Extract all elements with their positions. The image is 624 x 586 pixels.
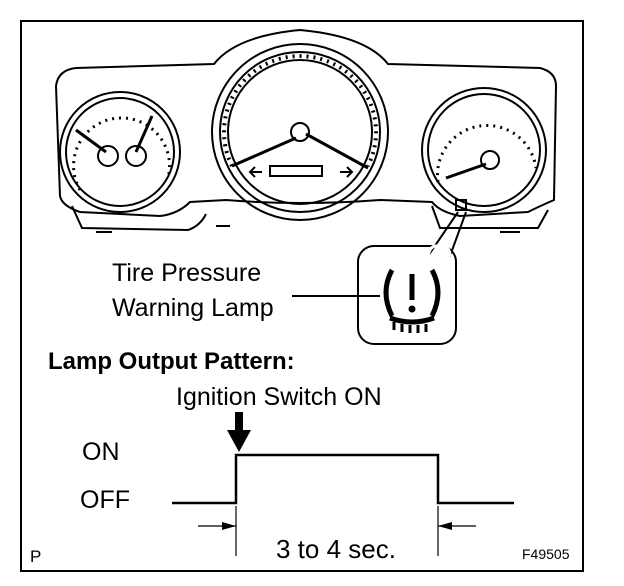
cluster-outline <box>54 28 558 218</box>
tire-pressure-label-line2: Warning Lamp <box>112 294 274 322</box>
callout-leader <box>427 211 467 257</box>
right-arrow-icon <box>340 166 354 178</box>
down-arrow-icon <box>227 412 251 452</box>
right-gauge <box>421 87 547 213</box>
duration-label: 3 to 4 sec. <box>276 534 396 564</box>
ignition-label: Ignition Switch ON <box>176 383 382 411</box>
output-waveform <box>172 453 514 505</box>
off-level-label: OFF <box>80 486 130 514</box>
figure-code: F49505 <box>522 546 570 562</box>
timing-arrowhead-right <box>438 522 452 530</box>
tire-pressure-warning-icon <box>383 268 441 333</box>
warning-lamp-indicator <box>455 199 467 211</box>
left-arrow-icon <box>248 166 262 178</box>
cluster-lower-rim <box>71 205 207 232</box>
tire-pressure-label-line1: Tire Pressure <box>112 259 262 287</box>
left-gauge <box>59 91 181 213</box>
pattern-title: Lamp Output Pattern: <box>48 348 295 375</box>
corner-p-label: P <box>30 547 42 566</box>
on-level-label: ON <box>82 438 120 466</box>
center-speedometer <box>211 43 389 221</box>
timing-arrowhead-left <box>222 522 236 530</box>
